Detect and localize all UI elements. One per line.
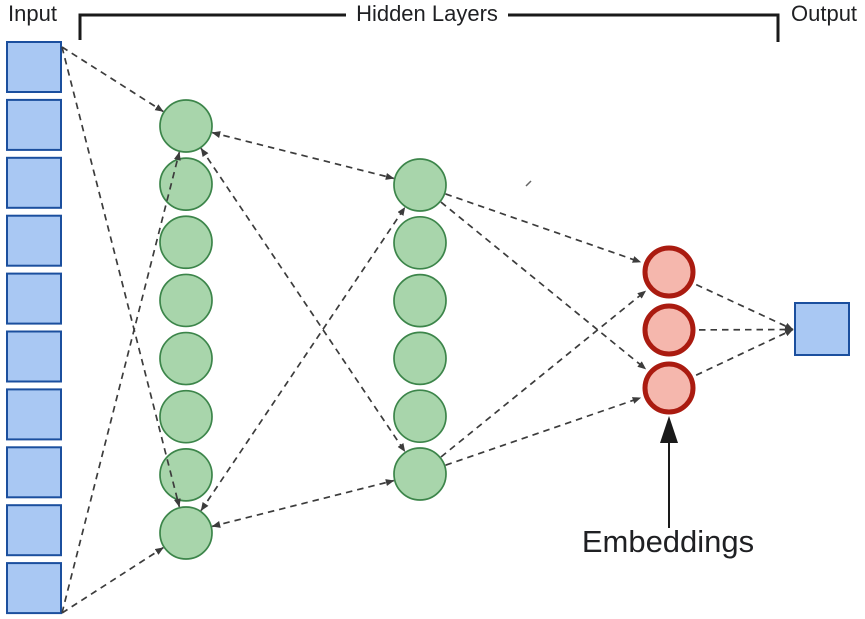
input-node: [6, 330, 62, 383]
hidden1-node: [159, 447, 213, 502]
input-node: [6, 214, 62, 267]
hidden1-node: [159, 157, 213, 211]
embeddings-label: Embeddings: [581, 524, 755, 559]
hidden1-node: [159, 331, 213, 386]
embedding-node: [642, 245, 696, 299]
connection-line: [211, 479, 395, 528]
connection-line: [440, 201, 647, 370]
hidden-layers-bracket: [78, 13, 780, 42]
connection-line: [440, 290, 647, 458]
input-node: [6, 388, 62, 441]
connection-line: [211, 131, 395, 180]
hidden1-node: [159, 389, 213, 444]
connection-line: [200, 147, 406, 453]
connection-line: [61, 151, 181, 614]
input-node: [6, 446, 62, 499]
connection-line: [445, 193, 642, 263]
input-node: [6, 156, 62, 209]
hidden2-node: [393, 389, 447, 444]
input-node: [6, 504, 62, 557]
hidden1-node: [159, 506, 213, 560]
connection-line: [61, 546, 164, 614]
hidden2-node: [393, 215, 447, 270]
stray-mark: [525, 180, 532, 187]
hidden-layers-label: Hidden Layers: [356, 1, 498, 26]
connection-line: [695, 328, 794, 376]
embedding-node: [642, 303, 696, 357]
hidden1-node: [159, 99, 213, 153]
connection-line: [61, 46, 181, 508]
input-node: [6, 98, 62, 151]
input-node: [6, 562, 62, 615]
output-node: [794, 302, 850, 356]
connection-line: [445, 396, 642, 466]
connection-line: [695, 283, 794, 331]
hidden1-node: [159, 273, 213, 328]
hidden2-node: [393, 331, 447, 386]
connection-line: [200, 206, 406, 512]
input-label: Input: [8, 1, 57, 26]
output-label: Output: [791, 1, 858, 26]
connection-line: [61, 46, 164, 113]
hidden2-node: [393, 273, 447, 328]
embedding-node: [642, 361, 696, 415]
hidden1-node: [159, 215, 213, 270]
input-node: [6, 272, 62, 325]
hidden2-node: [393, 158, 447, 212]
hidden2-node: [393, 447, 447, 501]
embeddings-arrowhead: [660, 416, 678, 443]
input-node: [6, 41, 62, 93]
